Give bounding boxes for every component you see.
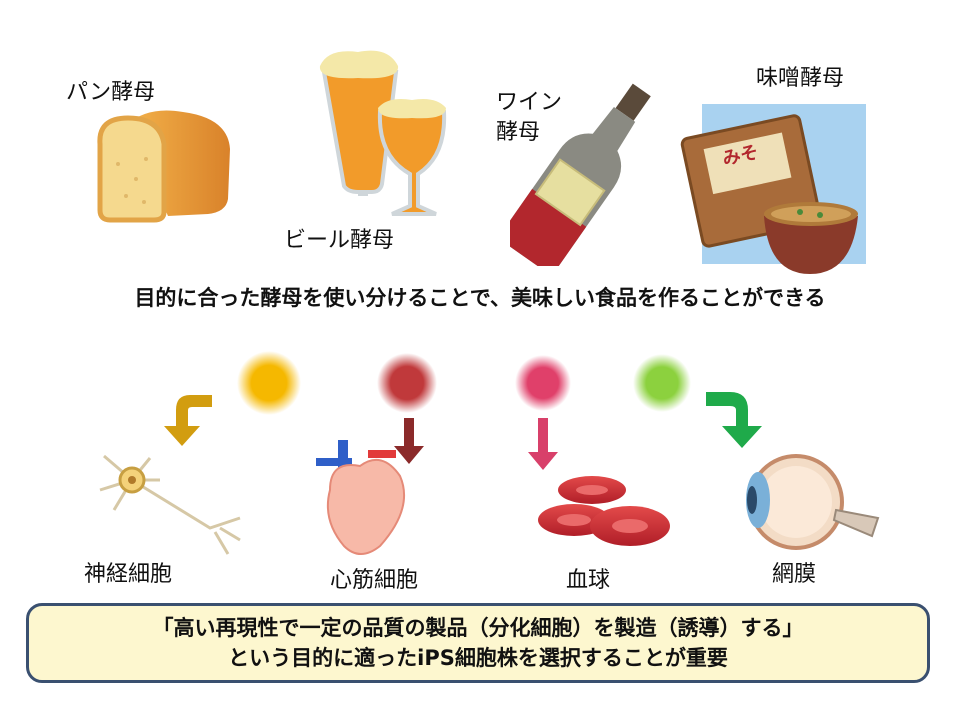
retina-label: 網膜: [772, 562, 817, 587]
red-blood-cells-icon: [538, 476, 670, 546]
callout-line-2: という目的に適ったiPS細胞株を選択することが重要: [228, 646, 728, 670]
heart-clone-dot: [377, 353, 437, 413]
blood-clone-dot: [515, 355, 571, 411]
wine-yeast-label-line2: 酵母: [496, 120, 541, 145]
cardiomyocyte-label: 心筋細胞: [330, 568, 419, 593]
miso-yeast-label: 味噌酵母: [756, 66, 845, 91]
ips-differentiation-diagram: [99, 351, 880, 555]
wine-bottle-icon: [510, 83, 651, 266]
bread-yeast-label: パン酵母: [66, 80, 156, 105]
neuron-clone-dot: [237, 351, 301, 415]
neuron-label: 神経細胞: [84, 562, 173, 587]
bread-icon: [97, 110, 230, 223]
conclusion-callout: 「高い再現性で一定の品質の製品（分化細胞）を製造（誘導）する」 という目的に適っ…: [26, 603, 930, 683]
blood-cell-label: 血球: [566, 568, 611, 593]
eyeball-icon: [746, 454, 880, 550]
neuron-cell-icon: [99, 454, 241, 555]
beer-yeast-label: ビール酵母: [284, 228, 395, 253]
beer-glasses-icon: [319, 50, 447, 216]
wine-yeast-label: ワイン 酵母: [496, 88, 562, 148]
retina-arrow: [706, 392, 762, 448]
miso-pack-and-soup-icon: [680, 114, 858, 274]
heart-arrow: [394, 418, 424, 464]
retina-clone-dot: [633, 354, 691, 412]
heart-cell-icon: [316, 440, 406, 555]
blood-arrow: [528, 418, 558, 470]
wine-yeast-label-line1: ワイン: [496, 90, 563, 115]
yeast-headline: 目的に合った酵母を使い分けることで、美味しい食品を作ることができる: [134, 286, 826, 310]
callout-line-1: 「高い再現性で一定の品質の製品（分化細胞）を製造（誘導）する」: [152, 616, 804, 640]
neuron-arrow: [164, 395, 212, 446]
